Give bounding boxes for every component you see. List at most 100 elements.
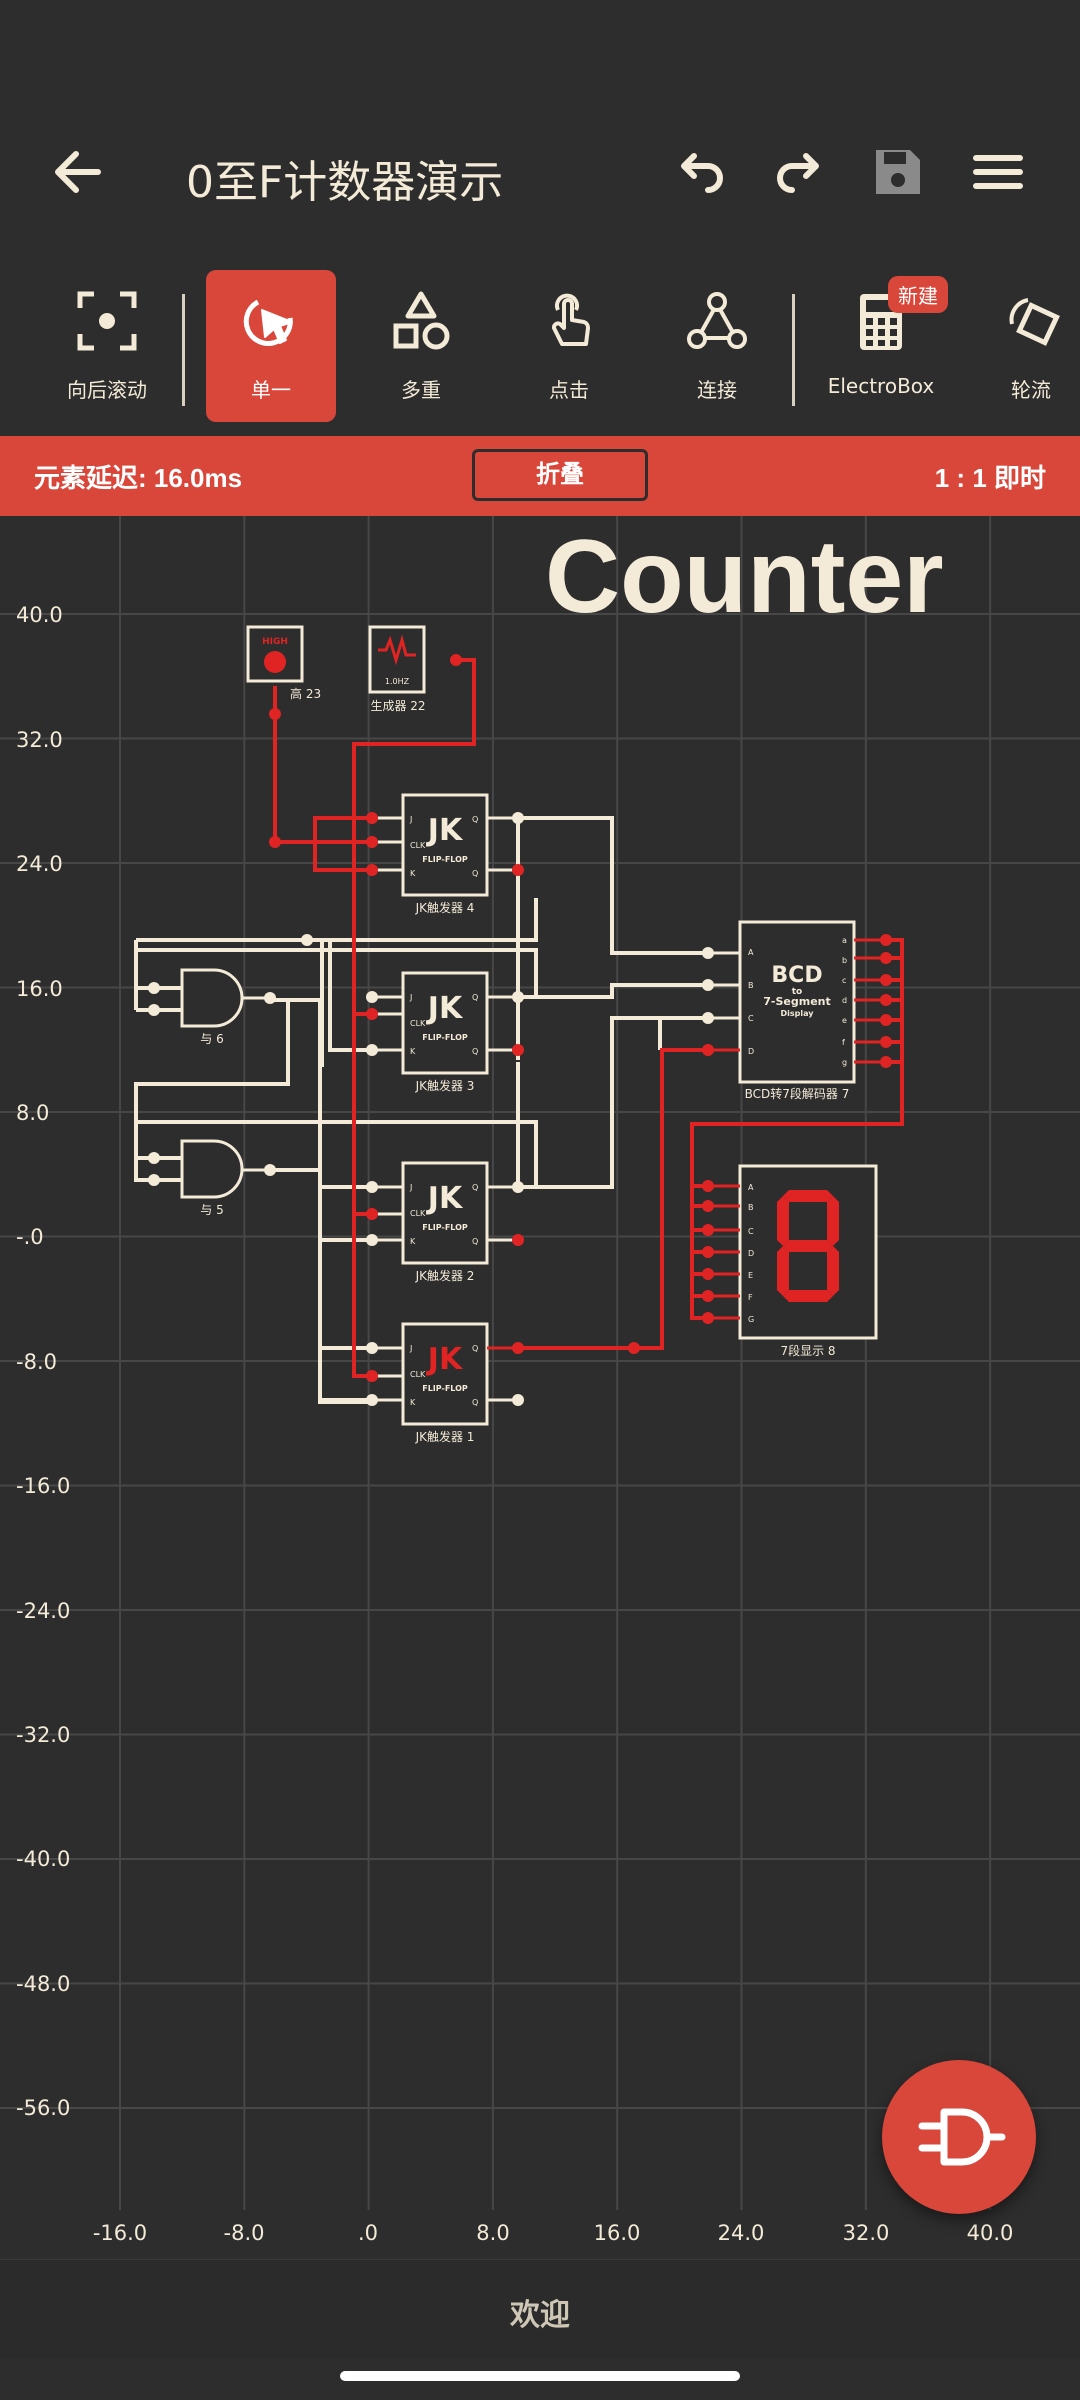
element-delay-text: 元素延迟: 16.0ms xyxy=(34,463,243,493)
y-tick: -8.0 xyxy=(16,1350,57,1374)
arrow-left-icon xyxy=(55,151,101,193)
y-axis-labels: 40.0 32.0 24.0 16.0 8.0 -.0 -8.0 -16.0 -… xyxy=(16,603,70,2120)
component-label: BCD转7段解码器 7 xyxy=(745,1086,850,1101)
flip-flop-text: FLIP-FLOP xyxy=(422,1033,468,1042)
bcd-output-g: g xyxy=(842,1058,847,1067)
jk-flip-flop-3[interactable]: JK FLIP-FLOP J CLK K Q Q JK触发器 3 xyxy=(366,971,524,1093)
bcd-decoder[interactable]: BCD to 7-Segment Display A B C D a b c d… xyxy=(702,920,892,1101)
tool-label: 连接 xyxy=(697,378,737,402)
tool-label: 轮流 xyxy=(1011,378,1051,402)
seven-segment-text: 7-Segment xyxy=(763,995,831,1008)
bcd-text: BCD xyxy=(771,963,822,988)
component-label: 与 6 xyxy=(200,1032,223,1046)
pin-clk: CLK xyxy=(410,1209,426,1218)
jk-text: JK xyxy=(426,1181,464,1216)
tool-label: 点击 xyxy=(549,378,589,402)
component-label: 生成器 22 xyxy=(370,699,425,713)
frequency-text: 1.0HZ xyxy=(385,677,410,686)
circuit-canvas[interactable]: 40.0 32.0 24.0 16.0 8.0 -.0 -8.0 -16.0 -… xyxy=(0,516,1080,2259)
seg-input-c: C xyxy=(748,1227,754,1236)
shapes-icon xyxy=(393,291,450,350)
y-tick: -48.0 xyxy=(16,1972,70,1996)
x-tick: 40.0 xyxy=(967,2221,1014,2245)
bcd-input-b: B xyxy=(748,981,754,990)
scale-mode-text[interactable]: 1 : 1 即时 xyxy=(934,463,1046,493)
y-tick: 24.0 xyxy=(16,852,63,876)
flip-flop-text: FLIP-FLOP xyxy=(422,1223,468,1232)
and-gate-6[interactable]: 与 6 xyxy=(148,968,276,1046)
seg-input-a: A xyxy=(748,1183,754,1192)
tool-label: 多重 xyxy=(401,378,441,402)
jk-flip-flop-2[interactable]: JK FLIP-FLOP J CLK K Q Q JK触发器 2 xyxy=(366,1161,524,1283)
collapse-button[interactable]: 折叠 xyxy=(472,449,648,501)
home-indicator[interactable] xyxy=(340,2371,740,2381)
pin-j: J xyxy=(409,1344,412,1353)
seg-input-b: B xyxy=(748,1203,754,1212)
display-text: Display xyxy=(781,1009,815,1018)
tool-tap[interactable]: 点击 xyxy=(504,270,634,422)
component-label: JK触发器 3 xyxy=(415,1078,475,1093)
app-bar: 0至F计数器演示 xyxy=(0,0,1080,270)
pin-j: J xyxy=(409,815,412,824)
x-tick: 24.0 xyxy=(718,2221,765,2245)
pin-q-bar: Q xyxy=(472,869,478,878)
menu-button[interactable] xyxy=(958,132,1038,212)
y-tick: 40.0 xyxy=(16,603,63,627)
pin-q-bar: Q xyxy=(472,1047,478,1056)
x-tick: 8.0 xyxy=(476,2221,509,2245)
pin-q: Q xyxy=(472,815,478,824)
hamburger-menu-icon xyxy=(973,155,1023,189)
bcd-output-a: a xyxy=(842,936,847,945)
tool-scroll-back[interactable]: 向后滚动 xyxy=(42,270,172,422)
y-tick: -.0 xyxy=(16,1225,44,1249)
toolbar-divider xyxy=(792,294,795,406)
jk-flip-flop-4[interactable]: JK FLIP-FLOP J CLK K Q Q JK触发器 4 xyxy=(366,793,524,915)
jk-flip-flop-1[interactable]: JK FLIP-FLOP J CLK K Q Q JK触发器 1 xyxy=(366,1322,640,1444)
back-button[interactable] xyxy=(36,132,116,212)
pin-j: J xyxy=(409,993,412,1002)
y-tick: 32.0 xyxy=(16,728,63,752)
jk-text: JK xyxy=(426,813,464,848)
component-label: JK触发器 2 xyxy=(415,1268,475,1283)
bcd-output-c: c xyxy=(842,976,846,985)
tool-single[interactable]: 单一 xyxy=(206,270,336,422)
bcd-input-d: D xyxy=(748,1047,754,1056)
tool-connect[interactable]: 连接 xyxy=(652,270,782,422)
x-tick: 32.0 xyxy=(843,2221,890,2245)
pin-k: K xyxy=(410,1047,416,1056)
tool-rotate[interactable]: 轮流 xyxy=(966,270,1080,422)
high-input[interactable]: HIGH 高 23 xyxy=(246,625,321,848)
clock-generator[interactable]: 1.0HZ 生成器 22 xyxy=(368,625,462,713)
pin-clk: CLK xyxy=(410,1370,426,1379)
seg-input-d: D xyxy=(748,1249,754,1258)
undo-icon xyxy=(681,153,723,193)
pin-k: K xyxy=(410,1398,416,1407)
save-button[interactable] xyxy=(858,132,938,212)
pin-clk: CLK xyxy=(410,841,426,850)
grid xyxy=(0,516,1080,2210)
y-tick: 8.0 xyxy=(16,1101,49,1125)
x-tick: 16.0 xyxy=(594,2221,641,2245)
y-tick: -16.0 xyxy=(16,1474,70,1498)
jk-text: JK xyxy=(426,1342,464,1377)
single-select-cursor-icon xyxy=(243,299,293,346)
bottom-bar: 欢迎 xyxy=(0,2259,1080,2358)
welcome-tab[interactable]: 欢迎 xyxy=(510,2298,570,2333)
y-tick: 16.0 xyxy=(16,977,63,1001)
tool-label: ElectroBox xyxy=(827,374,935,398)
add-component-fab[interactable] xyxy=(882,2060,1036,2214)
seven-segment-display[interactable]: A B C D E F G 7段显示 8 xyxy=(702,1164,878,1358)
tool-bar: 向后滚动 单一 多重 点击 连接 xyxy=(0,270,1080,436)
bcd-output-d: d xyxy=(842,996,847,1005)
seg-input-e: E xyxy=(748,1271,753,1280)
tool-multiple[interactable]: 多重 xyxy=(356,270,486,422)
y-tick: -40.0 xyxy=(16,1847,70,1871)
undo-button[interactable] xyxy=(660,132,740,212)
wires-off xyxy=(134,816,708,1404)
tap-hand-icon xyxy=(552,293,590,346)
pin-k: K xyxy=(410,869,416,878)
page-title: 0至F计数器演示 xyxy=(186,157,504,208)
redo-button[interactable] xyxy=(760,132,840,212)
connect-nodes-icon xyxy=(687,292,747,349)
and-gate-5[interactable]: 与 5 xyxy=(148,1139,276,1217)
